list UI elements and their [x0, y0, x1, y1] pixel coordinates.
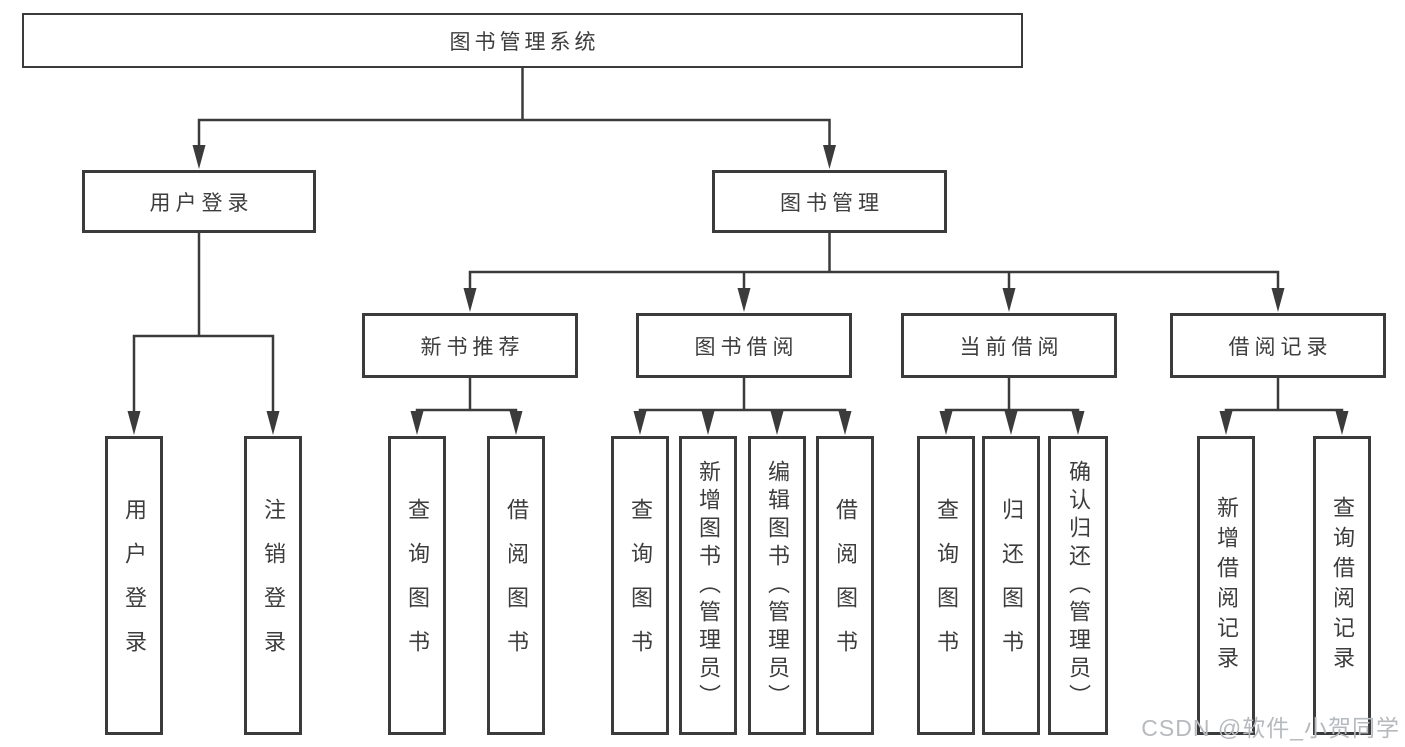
node-new-books-label: 新书推荐: [420, 335, 525, 359]
arrow-icon: [1004, 411, 1018, 435]
node-book-mgmt-label: 图书管理: [780, 191, 884, 215]
leaf-query-borrow-record: 查询借阅记录: [1313, 436, 1371, 735]
arrow-icon: [1071, 411, 1085, 435]
node-borrowing: 图书借阅: [636, 313, 852, 378]
leaf-query-books-2: 查询图书: [611, 436, 669, 735]
node-user-login: 用户登录: [82, 170, 316, 233]
node-records-label: 借阅记录: [1228, 335, 1333, 359]
connector-current: [944, 378, 1080, 414]
arrow-icon: [838, 411, 852, 435]
node-root-label: 图书管理系统: [449, 30, 600, 54]
arrowheads: [127, 145, 1349, 435]
connector-root: [197, 68, 831, 146]
leaf-label: 用户登录: [122, 497, 147, 674]
watermark: CSDN @软件_小贺同学: [1141, 715, 1400, 741]
node-current: 当前借阅: [901, 313, 1117, 378]
arrow-icon: [939, 411, 953, 435]
node-book-mgmt: 图书管理: [712, 170, 947, 233]
leaf-label: 查询图书: [628, 497, 653, 674]
arrow-icon: [1002, 288, 1016, 312]
leaf-label: 借阅图书: [504, 497, 529, 674]
leaf-add-books-admin: 新增图书（管理员）: [679, 436, 737, 735]
arrow-icon: [823, 145, 836, 169]
arrow-icon: [770, 411, 784, 435]
leaf-query-books-1: 查询图书: [388, 436, 446, 735]
leaf-label: 新增借阅记录: [1214, 495, 1239, 676]
arrow-icon: [127, 411, 141, 435]
connector-new-books: [415, 378, 518, 414]
leaf-return-books: 归还图书: [982, 436, 1040, 735]
leaf-query-books-3: 查询图书: [917, 436, 975, 735]
leaf-label: 查询借阅记录: [1330, 495, 1355, 676]
node-borrowing-label: 图书借阅: [694, 335, 799, 359]
leaf-label: 编辑图书（管理员）: [765, 459, 790, 712]
connector-user-login: [132, 233, 275, 412]
leaf-label: 查询图书: [934, 497, 959, 674]
node-new-books: 新书推荐: [362, 313, 578, 378]
connector-records: [1224, 378, 1344, 414]
leaf-logout: 注销登录: [244, 436, 302, 735]
leaf-borrow-books-1: 借阅图书: [487, 436, 545, 735]
leaf-label: 注销登录: [261, 497, 286, 674]
arrow-icon: [192, 145, 206, 169]
connector-borrowing: [638, 378, 847, 414]
node-user-login-label: 用户登录: [149, 191, 254, 215]
arrow-icon: [463, 288, 477, 312]
leaf-add-borrow-record: 新增借阅记录: [1197, 436, 1255, 735]
arrow-icon: [737, 288, 751, 312]
leaf-confirm-return-admin: 确认归还（管理员）: [1048, 436, 1108, 735]
arrow-icon: [266, 411, 280, 435]
arrow-icon: [1219, 411, 1233, 435]
leaf-borrow-books-2: 借阅图书: [816, 436, 874, 735]
leaf-label: 新增图书（管理员）: [696, 459, 721, 712]
node-current-label: 当前借阅: [959, 335, 1064, 359]
node-records: 借阅记录: [1170, 313, 1386, 378]
connector-book-mgmt: [468, 233, 1280, 289]
leaf-label: 确认归还（管理员）: [1066, 459, 1091, 712]
leaf-label: 归还图书: [999, 497, 1024, 674]
node-root: 图书管理系统: [22, 13, 1023, 68]
leaf-label: 借阅图书: [833, 497, 858, 674]
arrow-icon: [701, 411, 715, 435]
leaf-label: 查询图书: [405, 497, 430, 674]
arrow-icon: [633, 411, 647, 435]
arrow-icon: [410, 411, 424, 435]
arrow-icon: [1335, 411, 1349, 435]
leaf-user-login: 用户登录: [105, 436, 163, 735]
arrow-icon: [509, 411, 523, 435]
arrow-icon: [1271, 288, 1285, 312]
leaf-edit-books-admin: 编辑图书（管理员）: [748, 436, 806, 735]
